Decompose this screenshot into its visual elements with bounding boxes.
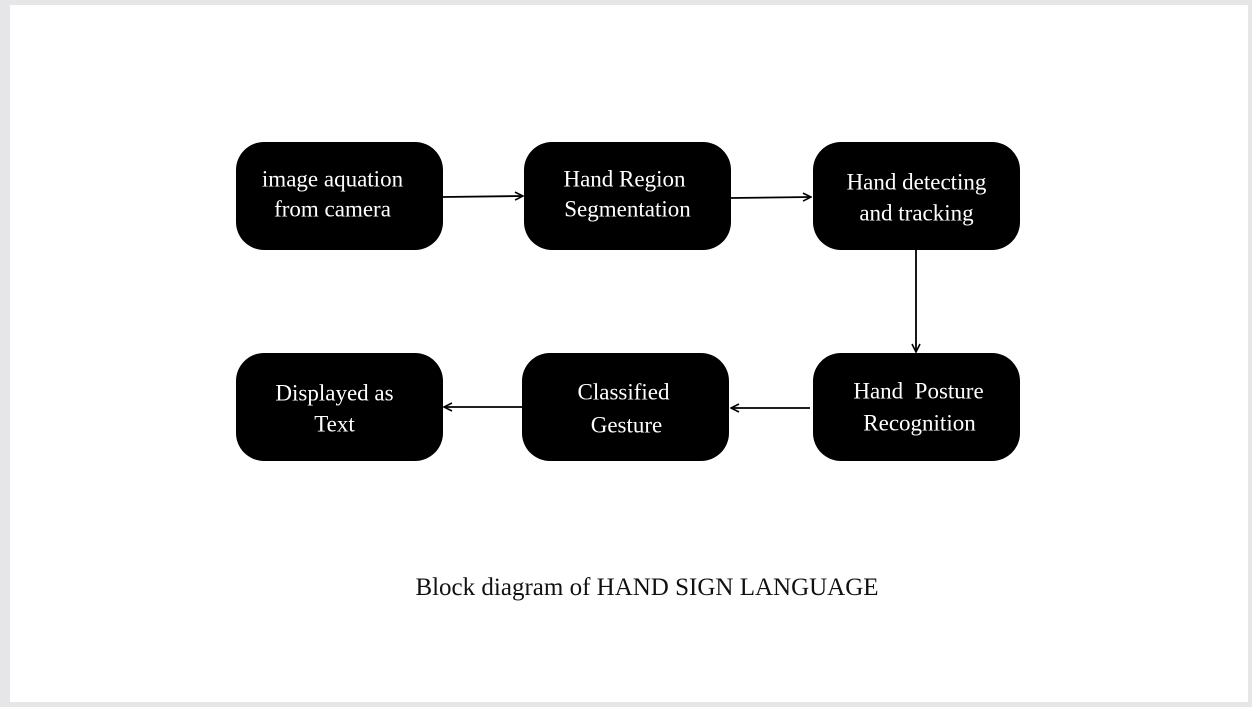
block-diagram: image aquation from camera Hand RegionSegm… — [236, 142, 1020, 601]
node-label-gesture-line-1: Classified — [578, 379, 670, 404]
node-label-detection-line-1: Hand detecting — [847, 169, 987, 194]
node-label-gesture-line-2: Gesture — [591, 412, 663, 437]
node-detection: Hand detecting and tracking — [813, 142, 1020, 250]
node-label-posture-line-1: Hand Posture — [853, 378, 983, 403]
node-label-acquisition-line-1: image aquation — [262, 166, 404, 191]
arrow-segmentation-to-detection — [730, 197, 811, 198]
node-box-display — [236, 353, 443, 461]
node-box-detection — [813, 142, 1020, 250]
edges-layer — [442, 196, 916, 408]
node-label-display-line-1: Displayed as — [275, 380, 393, 405]
node-label-segmentation-line-1: Hand Region — [563, 166, 686, 191]
node-label-posture-line-2: Recognition — [863, 410, 976, 435]
node-box-gesture — [522, 353, 729, 461]
node-label-acquisition-line-2: from camera — [274, 196, 391, 221]
node-label-segmentation-line-2: Segmentation — [564, 196, 691, 221]
node-acquisition: image aquation from camera — [236, 142, 443, 250]
node-label-display-line-2: Text — [314, 411, 355, 436]
diagram-caption: Block diagram of HAND SIGN LANGUAGE — [415, 574, 878, 601]
node-box-posture — [813, 353, 1020, 461]
node-box-acquisition — [236, 142, 443, 250]
node-label-detection-line-2: and tracking — [859, 200, 974, 225]
node-display: Displayed as Text — [236, 353, 443, 461]
nodes-layer: image aquation from camera Hand RegionSegm… — [236, 142, 1020, 461]
arrow-acquisition-to-segmentation — [442, 196, 523, 197]
node-box-segmentation — [524, 142, 731, 250]
